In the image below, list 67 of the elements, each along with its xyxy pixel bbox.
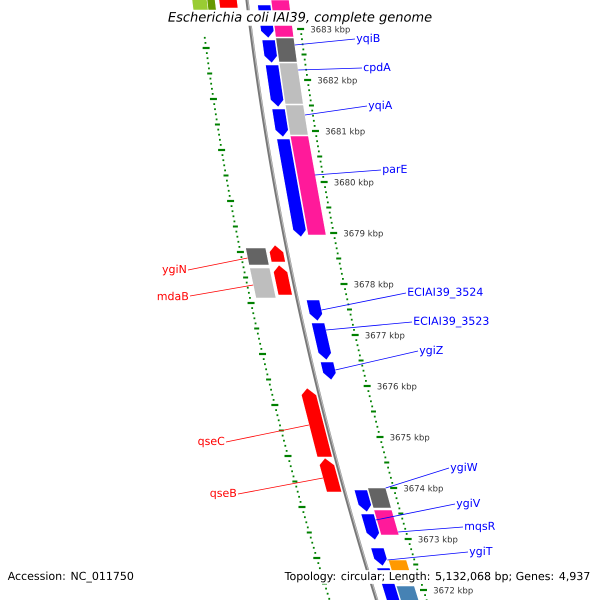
tick-label: 3677 kbp <box>366 332 404 340</box>
gene-label: ygiT <box>470 546 492 558</box>
gene-feature <box>191 0 208 10</box>
gene-feature <box>320 362 336 380</box>
tick-label: 3675 kbp <box>390 434 430 442</box>
gene-feature <box>354 490 372 512</box>
gene-label: mqsR <box>465 522 495 532</box>
leader-line <box>398 526 464 532</box>
leader-line <box>314 170 382 176</box>
leader-line <box>326 322 412 330</box>
gene-label: yqiB <box>356 34 380 44</box>
tick-label: 3678 kbp <box>354 280 394 290</box>
tick-label: 3673 kbp <box>418 536 458 544</box>
gene-feature <box>290 136 326 236</box>
gene-feature <box>396 586 420 600</box>
gene-feature <box>272 108 289 138</box>
tick-label: 3682 kbp <box>318 76 357 86</box>
gene-label: cpdA <box>364 62 391 74</box>
leader-line <box>334 350 418 370</box>
gene-feature <box>276 38 298 62</box>
tick-label: 3683 kbp <box>310 26 350 34</box>
gene-label: ygiW <box>450 462 478 474</box>
leader-line <box>321 292 406 310</box>
gene-feature <box>269 244 286 262</box>
tick-label: 3674 kbp <box>404 484 443 494</box>
gene-feature <box>301 388 333 458</box>
title: Escherichia coli IAI39, complete genome <box>166 10 434 26</box>
gene-feature <box>262 40 278 64</box>
gene-feature <box>245 248 270 266</box>
leader-line <box>294 38 356 46</box>
gene-label: mdaB <box>158 292 188 300</box>
leader-line <box>190 284 254 296</box>
gene-feature <box>273 264 293 296</box>
accession-text: Accession: NC_011750 <box>6 570 136 584</box>
gene-label: qseB <box>210 488 236 500</box>
gene-feature <box>370 548 388 566</box>
gene-label: ygiZ <box>420 346 443 356</box>
gene-label: yqiA <box>368 100 392 112</box>
gene-label: ygiN <box>162 264 186 276</box>
leader-line <box>375 504 456 520</box>
gene-feature <box>249 268 276 298</box>
gene-feature <box>360 514 380 540</box>
leader-line <box>226 424 310 442</box>
leader-line <box>298 68 362 70</box>
tick-label: 3679 kbp <box>344 230 383 238</box>
gene-label: ECIAI39_3524 <box>408 288 483 298</box>
tick-label: 3681 kbp <box>326 128 365 136</box>
leader-line <box>386 552 468 560</box>
gene-feature <box>218 0 238 8</box>
tick-label: 3676 kbp <box>378 382 416 392</box>
gene-label: parE <box>383 164 407 176</box>
gene-feature <box>285 104 308 136</box>
gene-label: ygiV <box>456 498 480 510</box>
leader-line <box>238 478 324 494</box>
leader-line <box>188 258 248 270</box>
gene-feature <box>276 138 306 238</box>
gene-feature <box>306 300 323 322</box>
gene-label: qseC <box>198 436 224 448</box>
gene-feature <box>278 62 304 104</box>
tick-label: 3672 kbp <box>434 586 473 596</box>
leader-line <box>304 106 368 116</box>
gene-label: ECIAI39_3523 <box>414 316 488 328</box>
leader-line <box>385 468 450 488</box>
gene-feature <box>319 458 342 492</box>
tick-label: 3680 kbp <box>334 178 374 188</box>
gene-feature <box>374 510 400 536</box>
gene-feature <box>367 488 392 508</box>
